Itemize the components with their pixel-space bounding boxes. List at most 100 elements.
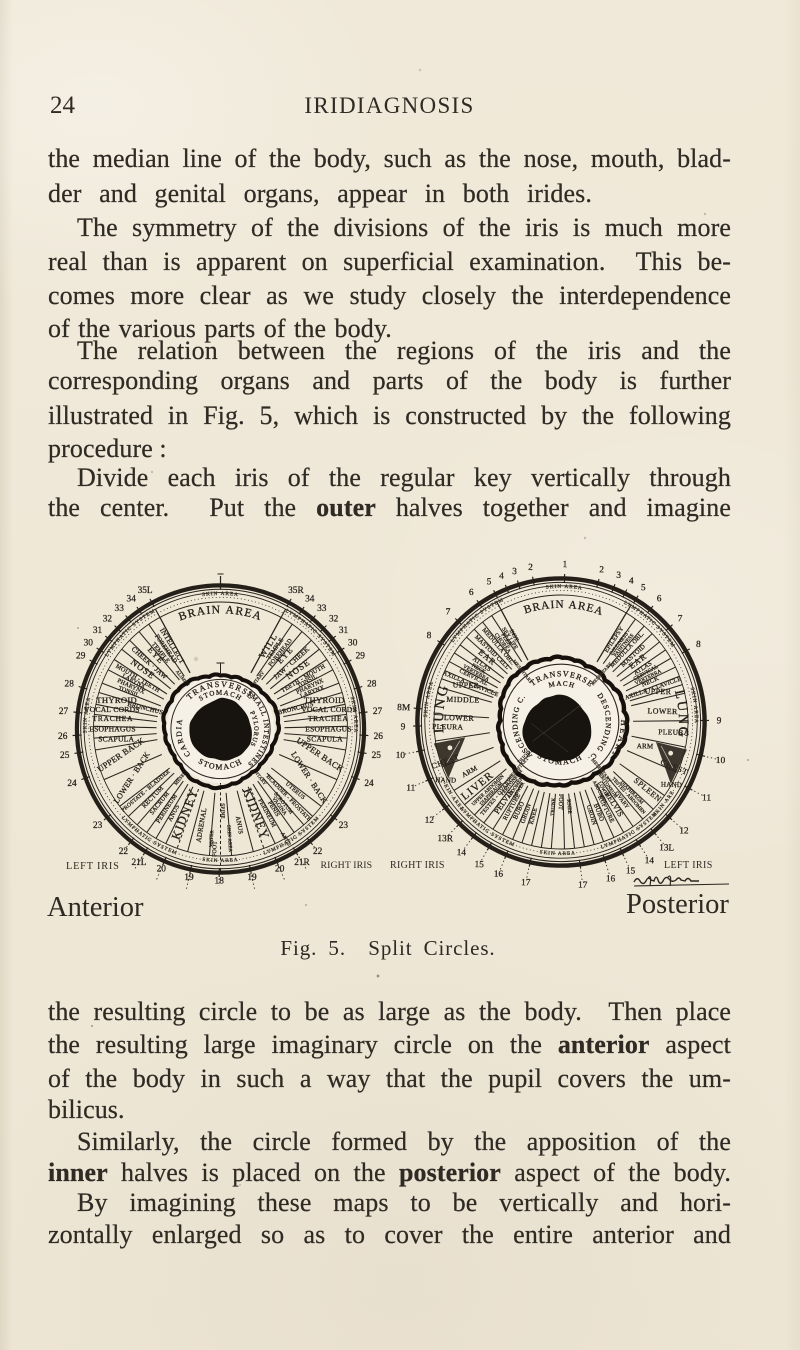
svg-text:17: 17: [578, 880, 588, 890]
svg-text:32: 32: [329, 615, 339, 625]
svg-text:SKIN AREA: SKIN AREA: [539, 849, 576, 857]
svg-text:27: 27: [373, 707, 383, 717]
svg-text:17: 17: [521, 878, 531, 888]
svg-text:29: 29: [76, 651, 86, 661]
svg-text:LEFT IRIS: LEFT IRIS: [66, 861, 120, 872]
svg-text:23: 23: [93, 821, 103, 831]
svg-text:SKIN AREA: SKIN AREA: [202, 857, 239, 864]
svg-text:30: 30: [84, 639, 94, 649]
svg-text:25: 25: [372, 751, 382, 761]
svg-text:UPPER: UPPER: [645, 687, 672, 697]
svg-text:TRACHEA: TRACHEA: [308, 714, 349, 723]
svg-text:8: 8: [427, 631, 432, 641]
svg-text:30: 30: [348, 639, 358, 649]
svg-text:24: 24: [364, 779, 374, 789]
svg-text:3: 3: [616, 571, 621, 581]
svg-text:15: 15: [474, 860, 484, 870]
svg-text:TRACHEA: TRACHEA: [92, 714, 133, 723]
svg-text:5: 5: [487, 577, 492, 587]
svg-text:35L: 35L: [138, 586, 153, 596]
svg-text:11: 11: [406, 784, 416, 794]
svg-text:31: 31: [339, 626, 349, 636]
svg-text:WATER: WATER: [209, 829, 215, 847]
svg-text:ADRENAL: ADRENAL: [195, 807, 209, 843]
svg-text:LOWER: LOWER: [647, 706, 678, 716]
svg-text:29: 29: [356, 651, 366, 661]
svg-text:18: 18: [215, 877, 225, 887]
svg-text:PLEURA: PLEURA: [432, 722, 464, 732]
svg-text:VOCAL CORDS: VOCAL CORDS: [301, 705, 357, 714]
svg-text:14: 14: [457, 848, 467, 858]
svg-text:1: 1: [562, 560, 567, 570]
svg-text:15: 15: [626, 866, 636, 876]
svg-text:ESOPHAGUS: ESOPHAGUS: [89, 725, 136, 734]
svg-text:10: 10: [716, 756, 726, 766]
svg-text:FOOT: FOOT: [557, 794, 563, 810]
svg-text:LEFT IRIS: LEFT IRIS: [664, 860, 713, 871]
svg-text:UPPER: UPPER: [453, 680, 480, 690]
svg-text:9: 9: [401, 722, 406, 732]
svg-text:16: 16: [606, 874, 616, 884]
svg-text:33: 33: [317, 604, 327, 614]
svg-text:14: 14: [645, 856, 655, 866]
svg-text:34: 34: [305, 595, 315, 605]
svg-text:4: 4: [499, 572, 504, 582]
svg-text:PLEURA: PLEURA: [658, 727, 690, 737]
svg-text:SCAPULA: SCAPULA: [307, 734, 343, 743]
svg-text:ARM: ARM: [637, 742, 654, 750]
svg-text:BRAIN AREA: BRAIN AREA: [522, 598, 605, 619]
svg-text:HAND: HAND: [661, 781, 682, 790]
svg-text:SKIN AREA: SKIN AREA: [545, 583, 583, 591]
svg-text:16: 16: [494, 870, 504, 880]
svg-text:7: 7: [446, 607, 451, 617]
svg-text:26: 26: [374, 732, 384, 742]
svg-text:SCAPULA: SCAPULA: [98, 734, 134, 743]
svg-text:25: 25: [60, 751, 70, 761]
svg-text:4: 4: [629, 576, 634, 586]
svg-text:20: 20: [157, 865, 167, 875]
svg-text:ANUS: ANUS: [234, 816, 244, 835]
svg-text:SKIN AREA: SKIN AREA: [349, 696, 359, 733]
svg-text:SKIN AREA: SKIN AREA: [225, 825, 232, 853]
svg-text:7: 7: [678, 614, 683, 624]
svg-text:23: 23: [339, 821, 349, 831]
svg-text:TRUNK: TRUNK: [551, 797, 557, 816]
svg-text:MIDDLE: MIDDLE: [446, 695, 480, 705]
svg-text:8M: 8M: [397, 703, 410, 713]
svg-text:20: 20: [275, 865, 285, 875]
svg-text:RIGHT IRIS: RIGHT IRIS: [321, 860, 373, 871]
svg-text:5: 5: [641, 583, 646, 593]
svg-text:12: 12: [425, 816, 435, 826]
svg-text:35R: 35R: [288, 586, 304, 596]
svg-text:21L: 21L: [132, 858, 147, 868]
svg-text:11: 11: [702, 793, 712, 803]
svg-text:RIGHT IRIS: RIGHT IRIS: [390, 860, 445, 871]
svg-text:KNEE: KNEE: [565, 799, 572, 814]
svg-text:24: 24: [67, 779, 77, 789]
svg-text:22: 22: [313, 847, 323, 857]
svg-text:19: 19: [247, 873, 257, 883]
svg-text:6: 6: [657, 594, 662, 604]
svg-text:MACH: MACH: [548, 679, 577, 690]
svg-text:13R: 13R: [437, 834, 454, 844]
svg-text:SPINE: SPINE: [219, 803, 225, 818]
svg-text:10: 10: [396, 751, 406, 761]
svg-text:BRAIN AREA: BRAIN AREA: [177, 603, 264, 623]
svg-text:THYROID: THYROID: [96, 695, 137, 705]
svg-text:21R: 21R: [294, 858, 310, 868]
svg-text:28: 28: [65, 680, 75, 690]
svg-text:HAND: HAND: [435, 776, 456, 785]
svg-text:6: 6: [469, 588, 474, 598]
svg-text:31: 31: [93, 626, 103, 636]
svg-text:2: 2: [528, 563, 533, 573]
svg-text:SKIN AREA: SKIN AREA: [82, 696, 92, 733]
svg-text:8: 8: [696, 640, 701, 650]
svg-text:ESOPHAGUS: ESOPHAGUS: [305, 725, 352, 734]
svg-text:VOCAL CORDS: VOCAL CORDS: [84, 705, 140, 714]
svg-text:2: 2: [599, 565, 604, 575]
svg-text:THYROID: THYROID: [304, 695, 345, 705]
svg-text:32: 32: [103, 615, 113, 625]
svg-text:19: 19: [184, 873, 194, 883]
svg-text:9: 9: [717, 716, 722, 726]
svg-text:26: 26: [58, 732, 68, 742]
